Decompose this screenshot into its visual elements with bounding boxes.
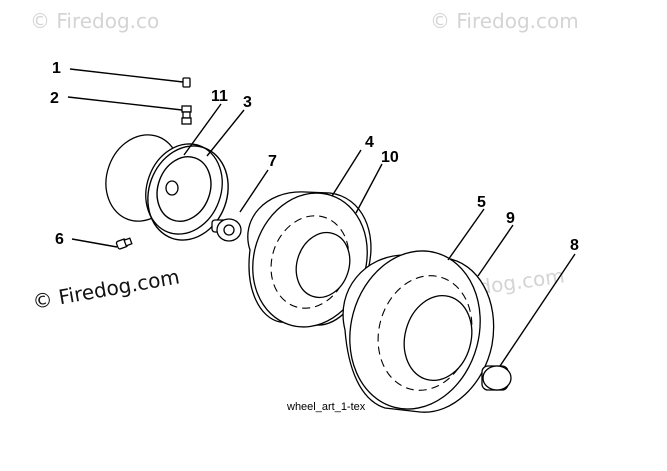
callout-8: 8: [570, 237, 579, 254]
part-11-rim: [105, 134, 223, 235]
callout-10: 10: [381, 149, 399, 166]
part-1-valve-cap: [182, 77, 191, 88]
callout-11: 11: [211, 88, 228, 105]
callout-6: 6: [55, 231, 64, 248]
callout-3: 3: [243, 94, 252, 111]
callout-5: 5: [477, 194, 486, 211]
part-3-rim-ring: [147, 145, 229, 241]
part-2-valve-stem: [181, 105, 192, 125]
part-7-bushing: [211, 218, 242, 242]
watermark-main: © Firedog.com: [31, 264, 182, 313]
part-8-hub-cap: [481, 365, 512, 391]
leader-lines: [67, 68, 576, 367]
callout-7: 7: [268, 153, 277, 170]
watermark-top-right: © Firedog.com: [430, 9, 579, 33]
part-6-grease-fitting: [115, 237, 133, 250]
figure-caption: wheel_art_1-tex: [286, 401, 366, 413]
part-4-tire: [247, 191, 372, 328]
callout-2: 2: [50, 90, 59, 107]
part-5-tire: [342, 250, 495, 413]
watermark-top-left: © Firedog.co: [30, 9, 159, 33]
callout-1: 1: [52, 60, 61, 77]
callout-9: 9: [506, 210, 515, 227]
callout-4: 4: [365, 134, 374, 151]
